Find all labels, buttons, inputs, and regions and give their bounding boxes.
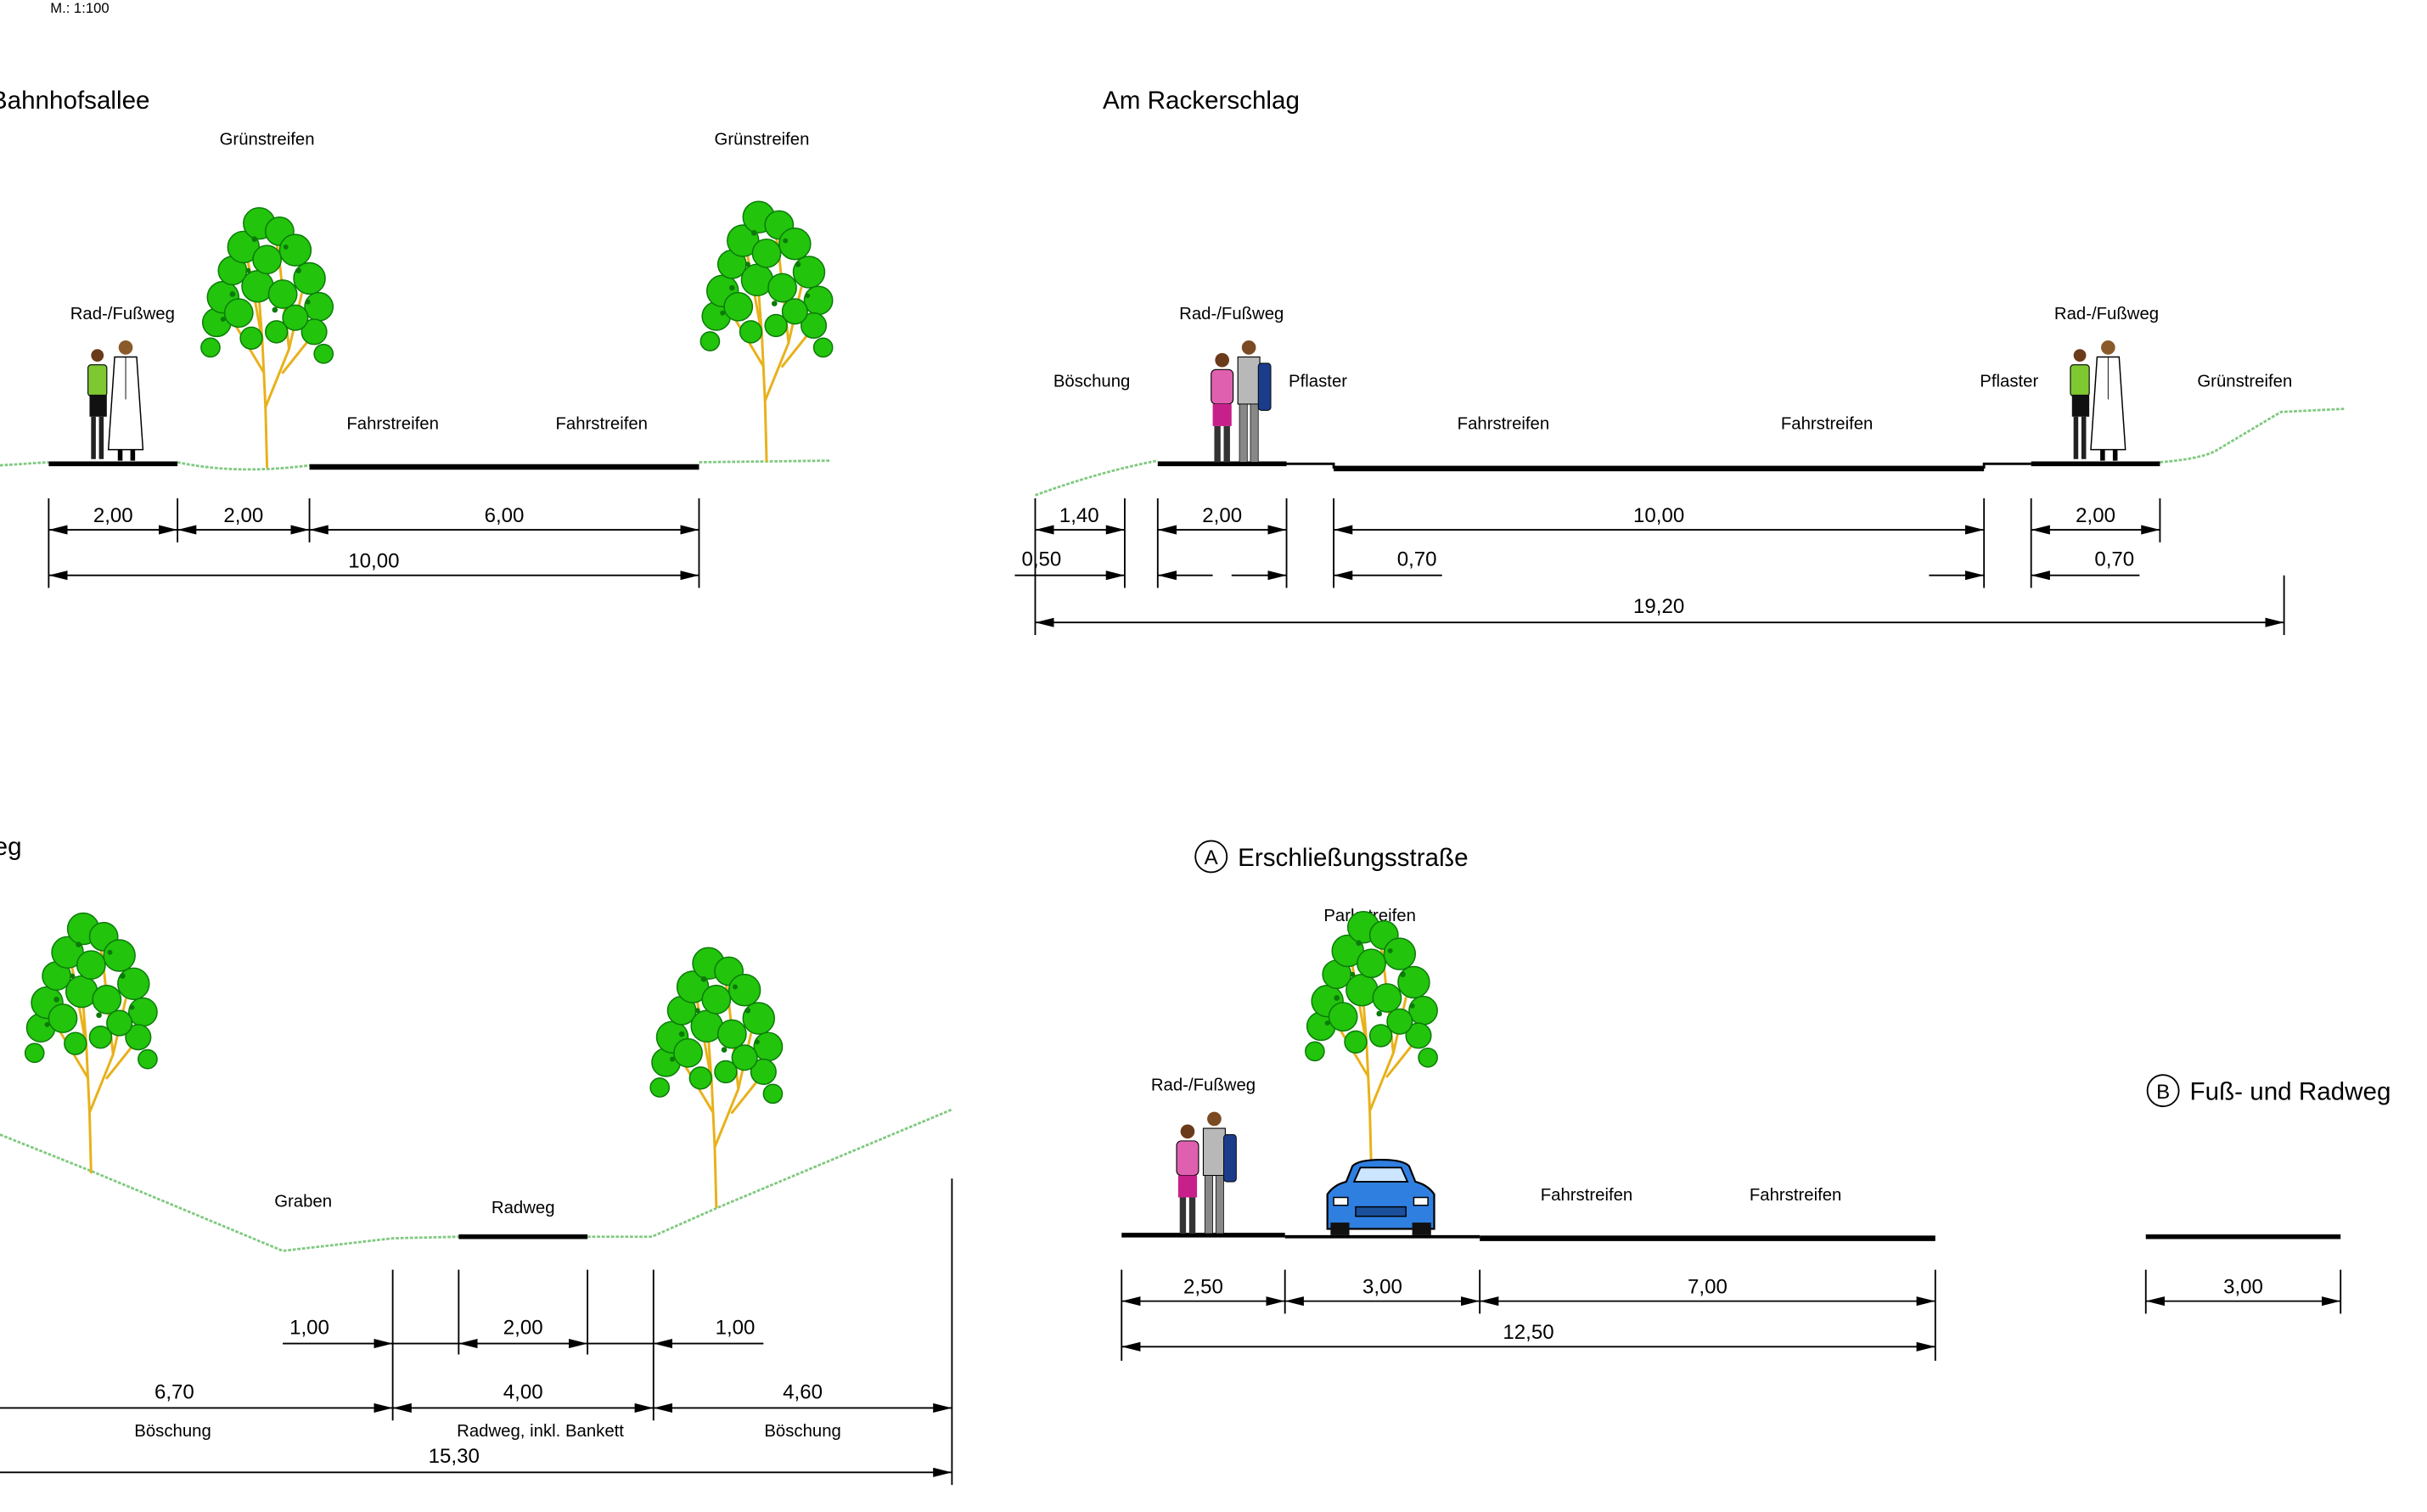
dim-label: 2,00 bbox=[503, 1316, 543, 1339]
label-gruenstreifen-left: Grünstreifen bbox=[220, 131, 315, 149]
label-gruenstreifen-right: Grünstreifen bbox=[715, 131, 810, 149]
label-gruenstreifen: Grünstreifen bbox=[2197, 373, 2292, 391]
dim-label: 0,50 bbox=[1021, 548, 1061, 571]
section-marker-circle bbox=[1194, 840, 1228, 874]
pedestrians-icon bbox=[87, 340, 144, 462]
label-fahrstreifen-2: Fahrstreifen bbox=[1750, 1186, 1842, 1205]
tree-icon bbox=[1304, 910, 1439, 1172]
car-icon bbox=[1326, 1158, 1435, 1237]
dim-label: 6,00 bbox=[485, 504, 525, 527]
label-boeschung: Böschung bbox=[1053, 373, 1130, 391]
embankment-line bbox=[1034, 408, 2346, 497]
pflaster-strip bbox=[1982, 462, 2031, 469]
label-fahrstreifen-2: Fahrstreifen bbox=[555, 415, 648, 434]
section-fuss-radweg: B Fuß- und Radweg 3,00 bbox=[2144, 1074, 2391, 1314]
dim-label: 2,00 bbox=[223, 504, 263, 527]
label-radweg: Rad-/Fußweg bbox=[1151, 1076, 1256, 1095]
section-bahnhofsallee: Bahnhofsallee Grünstreifen Grünstreifen … bbox=[0, 87, 834, 588]
dim-label: 7,00 bbox=[1688, 1275, 1728, 1298]
section-title: Erschließungsstraße bbox=[1238, 844, 1468, 872]
dim-total: 19,20 bbox=[1633, 595, 1684, 618]
pedestrians-icon bbox=[2070, 340, 2126, 462]
section-title: eg bbox=[0, 833, 22, 861]
label-fahrstreifen-1: Fahrstreifen bbox=[346, 415, 439, 434]
pedestrians-icon bbox=[1210, 340, 1272, 464]
pflaster-strip bbox=[1286, 462, 1335, 469]
section-am-rackerschlag: Am Rackerschlag Rad-/Fußweg Rad-/Fußweg … bbox=[1014, 87, 2346, 636]
dim-label: 6,70 bbox=[154, 1380, 194, 1403]
dim-total: 12,50 bbox=[1503, 1321, 1553, 1344]
section-marker-letter: A bbox=[1205, 846, 1218, 869]
dim-label: 3,00 bbox=[1362, 1275, 1402, 1298]
dim-label: 0,70 bbox=[2094, 548, 2134, 571]
label-pflaster-left: Pflaster bbox=[1289, 373, 1347, 391]
dim-label: 1,40 bbox=[1059, 504, 1099, 527]
scale-note: M.: 1:100 bbox=[50, 0, 109, 16]
dim-total: 10,00 bbox=[348, 549, 399, 572]
label-boeschung-right: Böschung bbox=[764, 1422, 840, 1441]
dim-label: 2,00 bbox=[93, 504, 133, 527]
pedestrians-icon bbox=[1176, 1110, 1238, 1234]
dim-label: 3,00 bbox=[2223, 1275, 2263, 1298]
dim-label: 2,50 bbox=[1183, 1275, 1223, 1298]
dim-label: 1,00 bbox=[716, 1316, 756, 1339]
label-radweg: Radweg bbox=[492, 1199, 555, 1217]
section-erschliessungsstrasse: A Erschließungsstraße Parkstreifen Rad-/… bbox=[1121, 840, 1936, 1361]
section-marker-letter: B bbox=[2156, 1081, 2170, 1104]
label-radweg-bankett: Radweg, inkl. Bankett bbox=[457, 1422, 624, 1441]
tree-icon bbox=[699, 200, 834, 463]
dim-label: 4,60 bbox=[783, 1380, 823, 1403]
label-fahrstreifen-2: Fahrstreifen bbox=[1781, 415, 1874, 434]
tree-icon bbox=[24, 912, 159, 1174]
dim-total: 15,30 bbox=[429, 1445, 480, 1468]
label-fahrstreifen-1: Fahrstreifen bbox=[1458, 415, 1550, 434]
label-fahrstreifen-1: Fahrstreifen bbox=[1541, 1186, 1633, 1205]
section-title: Am Rackerschlag bbox=[1103, 87, 1300, 115]
label-pflaster-right: Pflaster bbox=[1980, 373, 2038, 391]
tree-icon bbox=[199, 206, 334, 469]
tree-icon bbox=[649, 946, 784, 1209]
label-radweg-right: Rad-/Fußweg bbox=[2054, 305, 2159, 323]
dim-label: 0,70 bbox=[1397, 548, 1437, 571]
grass-line bbox=[0, 459, 830, 471]
terrain-line bbox=[0, 1108, 952, 1252]
section-marker-circle bbox=[2146, 1074, 2180, 1108]
label-radweg-left: Rad-/Fußweg bbox=[1179, 305, 1284, 323]
dim-label: 4,00 bbox=[503, 1380, 543, 1403]
dim-label: 2,00 bbox=[2076, 504, 2115, 527]
label-graben: Graben bbox=[274, 1193, 332, 1211]
dim-label: 2,00 bbox=[1202, 504, 1242, 527]
section-title: Bahnhofsallee bbox=[0, 87, 149, 115]
label-radweg: Rad-/Fußweg bbox=[70, 305, 175, 323]
label-boeschung-left: Böschung bbox=[134, 1422, 211, 1441]
dim-label: 1,00 bbox=[289, 1316, 329, 1339]
dim-label: 10,00 bbox=[1633, 504, 1684, 527]
section-graben-radweg: eg Graben Radweg 1,00 2,00 1,00 6,70 4, bbox=[0, 833, 953, 1486]
section-title: Fuß- und Radweg bbox=[2190, 1078, 2391, 1106]
